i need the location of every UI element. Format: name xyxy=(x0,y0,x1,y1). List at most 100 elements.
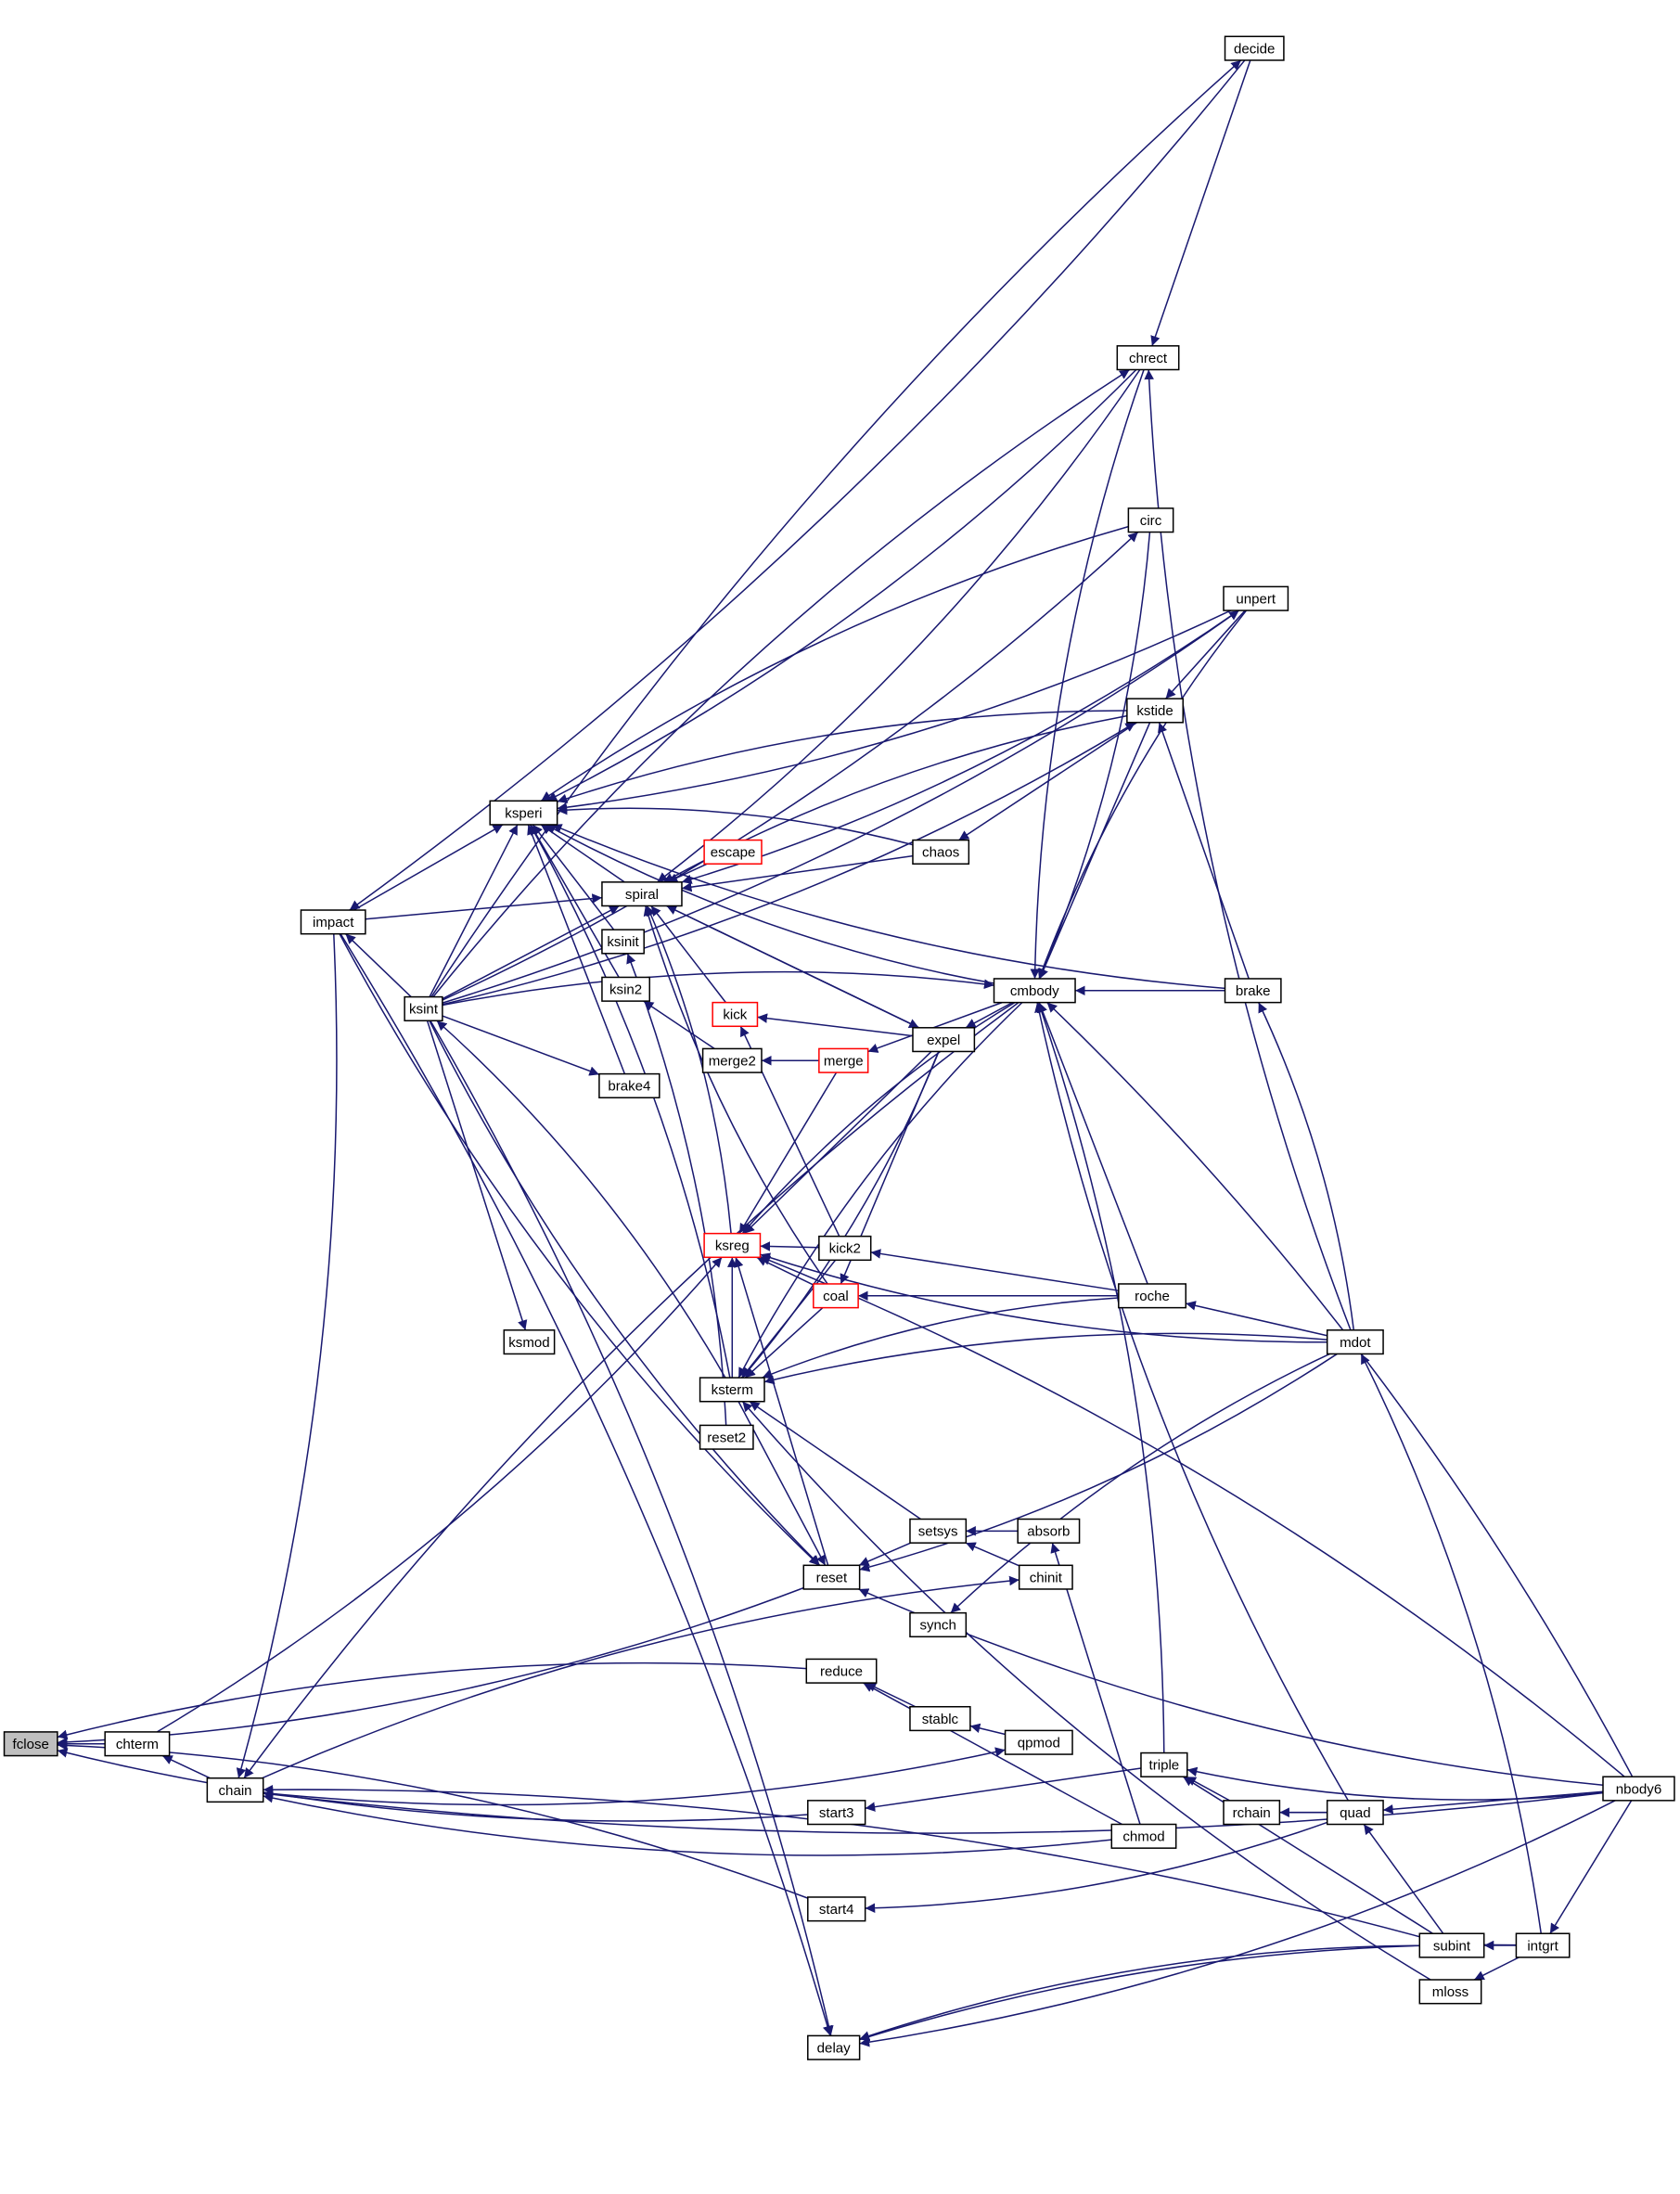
node-fclose[interactable]: fclose xyxy=(3,1731,58,1757)
edge-circ-to-cmbody xyxy=(1038,532,1151,980)
edge-chain-to-chinit xyxy=(262,1575,1020,1779)
node-box xyxy=(1018,1564,1073,1590)
edge-quad-to-cmbody xyxy=(1034,1002,1349,1802)
node-label: intgrt xyxy=(1527,1938,1558,1954)
node-box xyxy=(1126,698,1185,724)
node-quad[interactable]: quad xyxy=(1326,1800,1384,1826)
edge-impact-to-delay xyxy=(340,933,833,2036)
node-chrect[interactable]: chrect xyxy=(1116,345,1180,371)
edge-ksint-to-ksperi xyxy=(429,824,519,997)
node-subint[interactable]: subint xyxy=(1418,1932,1485,1958)
node-delay[interactable]: delay xyxy=(807,2034,861,2060)
node-reduce[interactable]: reduce xyxy=(805,1658,878,1684)
node-rchain[interactable]: rchain xyxy=(1223,1800,1281,1826)
edge-impact-to-spiral xyxy=(365,893,603,920)
node-ksreg[interactable]: ksreg xyxy=(703,1232,762,1259)
node-merge[interactable]: merge xyxy=(818,1047,869,1073)
node-expel[interactable]: expel xyxy=(912,1027,976,1053)
edge-setsys-to-ksterm xyxy=(749,1401,921,1520)
edge-chterm-to-ksreg xyxy=(156,1256,723,1733)
node-label: ksterm xyxy=(712,1382,753,1398)
node-chaos[interactable]: chaos xyxy=(912,839,970,865)
node-kick[interactable]: kick xyxy=(712,1001,759,1028)
node-ksin2[interactable]: ksin2 xyxy=(601,976,651,1002)
node-box xyxy=(805,1658,878,1684)
node-chterm[interactable]: chterm xyxy=(104,1731,171,1757)
node-chain[interactable]: chain xyxy=(206,1777,264,1803)
node-escape[interactable]: escape xyxy=(703,839,763,865)
node-label: ksreg xyxy=(715,1238,750,1254)
edge-ksint-to-ksmod xyxy=(426,1020,528,1331)
edge-ksint-to-cmbody xyxy=(442,970,994,1007)
node-label: quad xyxy=(1340,1805,1371,1821)
node-mdot[interactable]: mdot xyxy=(1326,1329,1384,1355)
node-brake4[interactable]: brake4 xyxy=(598,1072,660,1099)
node-triple[interactable]: triple xyxy=(1140,1751,1188,1777)
edge-brake-to-kstide xyxy=(1158,722,1250,980)
node-kick2[interactable]: kick2 xyxy=(818,1235,872,1262)
node-label: ksinit xyxy=(607,934,639,950)
node-reset[interactable]: reset xyxy=(802,1564,861,1590)
edge-mdot-to-ksterm xyxy=(763,1332,1327,1385)
edge-ksint-to-spiral xyxy=(442,905,620,1000)
node-label: mdot xyxy=(1340,1335,1371,1351)
edge-subint-to-triple xyxy=(1182,1776,1433,1934)
node-cmbody[interactable]: cmbody xyxy=(993,978,1076,1004)
node-decide[interactable]: decide xyxy=(1224,35,1285,61)
node-circ[interactable]: circ xyxy=(1127,507,1174,533)
node-ksinit[interactable]: ksinit xyxy=(601,929,645,955)
node-ksterm[interactable]: ksterm xyxy=(699,1377,765,1403)
node-kstide[interactable]: kstide xyxy=(1126,698,1185,724)
node-nbody6[interactable]: nbody6 xyxy=(1602,1776,1675,1802)
node-unpert[interactable]: unpert xyxy=(1223,585,1289,611)
node-mloss[interactable]: mloss xyxy=(1418,1979,1482,2005)
node-intgrt[interactable]: intgrt xyxy=(1515,1932,1571,1958)
node-qpmod[interactable]: qpmod xyxy=(1004,1729,1073,1755)
node-ksint[interactable]: ksint xyxy=(404,995,443,1022)
node-box xyxy=(813,1283,859,1309)
node-roche[interactable]: roche xyxy=(1118,1283,1187,1309)
node-label: chaos xyxy=(922,845,959,861)
node-label: reduce xyxy=(820,1664,863,1680)
edge-chmod-to-reduce xyxy=(863,1682,1122,1826)
node-reset2[interactable]: reset2 xyxy=(699,1424,754,1450)
node-box xyxy=(601,929,645,955)
edge-ksinit-to-ksperi xyxy=(532,824,615,930)
node-absorb[interactable]: absorb xyxy=(1017,1518,1081,1544)
node-label: rchain xyxy=(1233,1805,1271,1821)
node-setsys[interactable]: setsys xyxy=(909,1518,968,1544)
edge-ksint-to-chrect xyxy=(432,368,1131,998)
node-box xyxy=(300,909,366,935)
edge-chaos-to-ksperi xyxy=(557,804,914,846)
edge-nbody6-to-delay xyxy=(859,1800,1616,2047)
node-box xyxy=(807,1896,866,1922)
node-box xyxy=(993,978,1076,1004)
node-chmod[interactable]: chmod xyxy=(1110,1823,1177,1849)
edge-coal-to-ksreg xyxy=(756,1256,814,1286)
node-impact[interactable]: impact xyxy=(300,909,366,935)
node-ksmod[interactable]: ksmod xyxy=(503,1329,556,1355)
edge-mdot-to-synch xyxy=(950,1353,1330,1614)
edge-kick2-to-ksreg xyxy=(760,1241,819,1251)
node-coal[interactable]: coal xyxy=(813,1283,859,1309)
edge-mdot-to-roche xyxy=(1186,1301,1327,1337)
node-ksperi[interactable]: ksperi xyxy=(489,800,558,826)
node-spiral[interactable]: spiral xyxy=(601,881,683,907)
node-synch[interactable]: synch xyxy=(909,1611,968,1638)
edge-nbody6-to-cmbody xyxy=(1046,1002,1634,1777)
edge-nbody6-to-quad xyxy=(1382,1790,1604,1815)
node-brake[interactable]: brake xyxy=(1224,978,1282,1004)
node-merge2[interactable]: merge2 xyxy=(701,1047,763,1073)
node-box xyxy=(1118,1283,1187,1309)
edge-cmbody-to-ksterm xyxy=(737,1002,1023,1379)
node-box xyxy=(1110,1823,1177,1849)
node-stablc[interactable]: stablc xyxy=(909,1705,971,1732)
node-chinit[interactable]: chinit xyxy=(1018,1564,1073,1590)
edge-quad-to-start4 xyxy=(865,1821,1327,1914)
node-start4[interactable]: start4 xyxy=(807,1896,866,1922)
edge-mloss-to-ksterm xyxy=(741,1401,1431,1981)
node-start3[interactable]: start3 xyxy=(807,1800,866,1826)
node-box xyxy=(489,800,558,826)
node-label: fclose xyxy=(13,1737,49,1752)
node-box xyxy=(818,1047,869,1073)
